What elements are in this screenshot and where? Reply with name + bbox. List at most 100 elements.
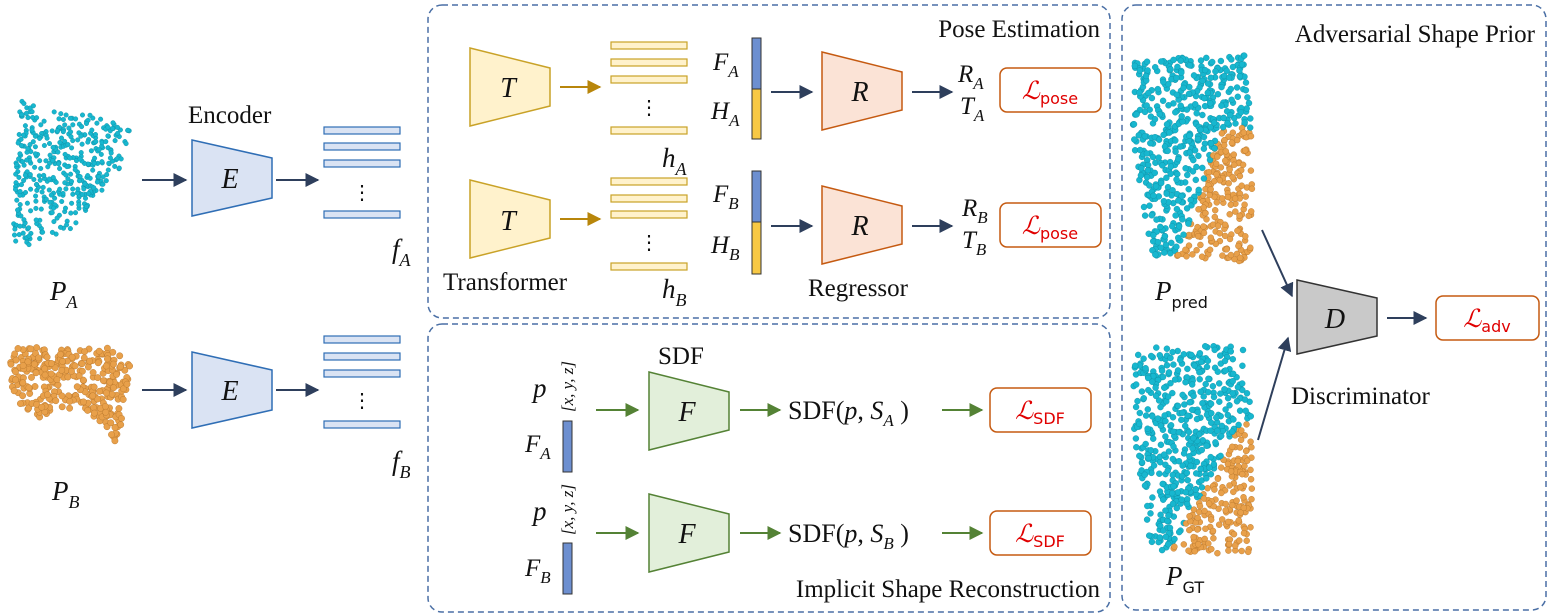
point xyxy=(1203,475,1210,482)
point xyxy=(1200,223,1207,230)
encoder-a: E xyxy=(191,139,273,217)
point xyxy=(1235,517,1243,524)
point xyxy=(1217,57,1225,65)
point xyxy=(1230,488,1237,496)
point xyxy=(53,376,61,383)
point xyxy=(1168,239,1175,247)
point xyxy=(1175,458,1183,465)
point xyxy=(125,127,131,133)
point xyxy=(1205,500,1213,507)
point xyxy=(1179,216,1186,223)
point xyxy=(1150,192,1157,200)
point xyxy=(1213,414,1220,421)
point xyxy=(1179,462,1186,469)
point xyxy=(1178,113,1185,120)
point xyxy=(1206,156,1214,164)
point xyxy=(110,125,116,131)
point xyxy=(38,206,44,212)
point xyxy=(1244,94,1251,101)
point xyxy=(1148,538,1156,546)
point xyxy=(1238,61,1246,68)
point xyxy=(1180,84,1187,92)
point xyxy=(1242,193,1249,200)
point xyxy=(1164,393,1172,400)
point xyxy=(1147,447,1155,454)
loss-pose-b: ℒpose xyxy=(999,202,1102,248)
point xyxy=(118,156,124,162)
point xyxy=(1244,548,1252,556)
point xyxy=(1228,502,1236,509)
point xyxy=(82,181,88,187)
point xyxy=(1239,161,1247,169)
ellipsis-hb: ⋮ xyxy=(639,232,659,254)
point xyxy=(56,116,62,122)
point xyxy=(1156,352,1164,359)
sdf-output-b: SDF(p, SB ) xyxy=(788,519,909,553)
point xyxy=(1188,381,1196,388)
point xyxy=(1241,396,1249,403)
point xyxy=(79,141,85,147)
point xyxy=(1178,69,1185,76)
point xyxy=(1232,120,1239,127)
point xyxy=(1140,355,1147,362)
point xyxy=(1202,525,1209,532)
point xyxy=(1143,516,1151,523)
point xyxy=(31,360,38,368)
point xyxy=(1247,167,1255,174)
point xyxy=(33,217,39,223)
point xyxy=(1193,246,1200,254)
point xyxy=(1193,458,1201,466)
point xyxy=(1190,434,1197,442)
label-FB-pose: FB xyxy=(712,181,739,213)
point xyxy=(1243,390,1251,397)
point xyxy=(26,233,32,239)
point xyxy=(21,100,27,106)
point xyxy=(1174,63,1181,71)
point xyxy=(1163,362,1171,369)
point xyxy=(105,133,111,139)
point xyxy=(1174,402,1182,410)
point xyxy=(1155,193,1163,200)
point xyxy=(1224,395,1232,402)
point xyxy=(1192,470,1200,477)
point xyxy=(1174,251,1182,259)
point-cloud-pa xyxy=(11,98,132,248)
concat-vector-a xyxy=(751,37,762,140)
point xyxy=(112,163,118,169)
point xyxy=(76,202,82,208)
point xyxy=(1159,162,1166,169)
point xyxy=(1236,407,1244,414)
point xyxy=(1239,346,1247,354)
point xyxy=(1155,154,1162,161)
point xyxy=(57,166,63,172)
point xyxy=(28,373,35,381)
label-rb: RB xyxy=(961,195,988,227)
point xyxy=(1200,229,1208,237)
point xyxy=(22,123,28,129)
point xyxy=(1203,216,1210,223)
point xyxy=(1145,89,1152,97)
point xyxy=(1208,58,1216,66)
point xyxy=(1238,182,1245,189)
point xyxy=(1185,185,1192,193)
point xyxy=(1141,482,1149,489)
point xyxy=(58,403,66,411)
point xyxy=(1206,191,1213,199)
point xyxy=(1140,395,1148,402)
point xyxy=(1218,489,1225,497)
sdf-a-symbol: F xyxy=(677,397,696,428)
point xyxy=(13,238,19,244)
point xyxy=(1220,114,1227,122)
point xyxy=(1190,392,1197,400)
point xyxy=(1185,547,1192,554)
label-p-b: p xyxy=(531,496,547,526)
svg-text:ℒpose: ℒpose xyxy=(1022,213,1078,243)
point xyxy=(1160,78,1167,86)
point xyxy=(41,365,49,373)
point xyxy=(19,182,25,188)
point xyxy=(25,384,33,392)
point xyxy=(1207,140,1215,147)
point xyxy=(1242,86,1250,94)
point xyxy=(1228,428,1236,435)
point xyxy=(90,383,98,391)
